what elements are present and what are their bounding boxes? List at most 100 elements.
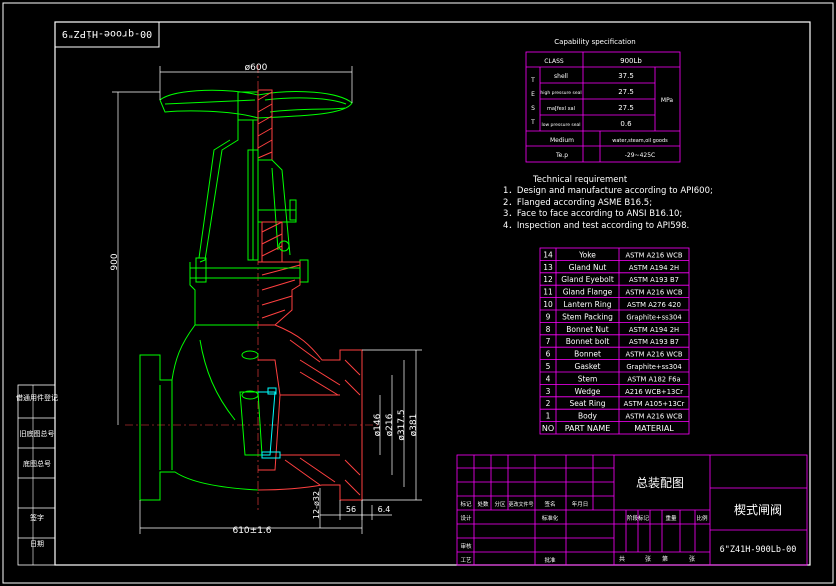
tb-sheet-unit-2: 张 xyxy=(689,555,695,563)
left-strip-label-1: 旧底图总号 xyxy=(20,429,55,438)
cap-row-2-name: ma[fexl xal xyxy=(547,106,575,112)
part-no: 2 xyxy=(546,399,551,408)
product-title: 楔式闸阀 xyxy=(734,503,782,517)
part-no: 8 xyxy=(546,325,551,334)
tb-label-change: 更改文件号 xyxy=(508,501,533,508)
part-no: 12 xyxy=(543,275,553,284)
yoke xyxy=(198,120,291,263)
left-strip-label-4: 日期 xyxy=(30,540,44,548)
part-name: Bonnet xyxy=(574,350,601,359)
part-material: Graphite+ss304 xyxy=(626,313,681,321)
dim-face-length: 610±1.6 xyxy=(232,526,271,536)
test-letter-0: T xyxy=(530,77,535,84)
left-strip-label-2: 底图总号 xyxy=(23,459,51,468)
part-no: 9 xyxy=(546,312,551,321)
technical-requirements: Technical requirement 1．Design and manuf… xyxy=(503,175,713,231)
part-name: Body xyxy=(578,412,597,421)
part-name: Gland Eyebolt xyxy=(561,275,614,284)
capability-text: CLASS 900Lb T E S T shell 37.5 high pres… xyxy=(530,57,673,159)
left-strip-label-0: 借通用件登记 xyxy=(16,393,58,402)
cap-row-0-value: 37.5 xyxy=(618,72,634,80)
part-material: ASTM A276 420 xyxy=(627,301,681,309)
requirement-1: 1．Design and manufacture according to AP… xyxy=(503,186,713,196)
drawing-number: 6"Z41H-900Lb-00 xyxy=(720,545,797,555)
tb-label-design: 设计 xyxy=(460,514,472,522)
part-no: NO xyxy=(542,424,554,433)
part-material: ASTM A216 WCB xyxy=(625,351,682,359)
tb-label-count: 处数 xyxy=(477,500,489,508)
tb-sheet-no: 第 xyxy=(662,555,668,563)
dim-6-4: 6.4 xyxy=(378,505,391,514)
tb-weight: 重量 xyxy=(665,514,677,522)
tb-label-zone: 分区 xyxy=(494,500,506,508)
dim-flange-holes: 12-ø32 xyxy=(312,491,321,519)
part-no: 4 xyxy=(546,374,551,383)
part-name: Gland Nut xyxy=(569,263,607,272)
part-material: ASTM A194 2H xyxy=(629,326,679,334)
dim-56: 56 xyxy=(346,505,356,514)
requirement-4: 4．Inspection and test according to API59… xyxy=(503,221,689,231)
parts-table-frame xyxy=(539,247,690,435)
tb-sheet-total: 共 xyxy=(619,555,625,563)
part-name: Bonnet Nut xyxy=(566,325,609,334)
dim-d317: ø317.5 xyxy=(397,409,407,440)
part-material: MATERIAL xyxy=(634,424,674,433)
cap-row-2-value: 27.5 xyxy=(618,104,634,112)
capability-table: Capability specification xyxy=(525,38,681,163)
part-name: Gland Flange xyxy=(563,288,613,297)
inner-frame xyxy=(54,21,811,566)
part-material: ASTM A193 B7 xyxy=(629,338,679,346)
part-no: 3 xyxy=(546,387,551,396)
part-material: ASTM A216 WCB xyxy=(625,289,682,297)
test-letter-2: S xyxy=(531,105,535,112)
test-letter-1: E xyxy=(531,91,535,98)
cap-row-0-name: shell xyxy=(554,73,568,80)
title-block-text: 总装配图 楔式闸阀 6"Z41H-900Lb-00 标记 处数 分区 更改文件号… xyxy=(460,476,796,564)
part-name: Bonnet bolt xyxy=(566,337,610,346)
tb-label-mark: 标记 xyxy=(460,500,472,508)
part-name: Lantern Ring xyxy=(564,300,612,309)
class-value: 900Lb xyxy=(620,57,642,65)
tb-label-review: 审核 xyxy=(460,542,472,550)
cap-unit: MPa xyxy=(661,97,674,104)
cap-row-3-value: 0.6 xyxy=(620,120,632,128)
part-no: 13 xyxy=(543,263,553,272)
part-name: Stem Packing xyxy=(562,312,613,321)
valve-drawing: ø600 900 610±1.6 ø146 ø216 ø317.5 ø381 1… xyxy=(110,63,422,536)
part-no: 1 xyxy=(546,412,551,421)
part-no: 11 xyxy=(543,288,553,297)
temp-value: -29~425C xyxy=(625,152,655,159)
medium-label: Medium xyxy=(550,137,574,144)
dimensions xyxy=(112,66,422,534)
requirements-title: Technical requirement xyxy=(532,175,628,185)
cap-row-3-name: low pressure seal xyxy=(541,122,580,128)
title-block xyxy=(456,454,808,566)
cap-row-1-name: high pressure seal xyxy=(540,90,581,96)
drawing-code-text: 00-qrooe-HiPZ"9 xyxy=(62,28,152,39)
tb-label-process: 工艺 xyxy=(460,557,472,564)
part-no: 5 xyxy=(546,362,551,371)
requirement-3: 3．Face to face according to ANSI B16.10; xyxy=(503,209,682,219)
left-strip: 借通用件登记 旧底图总号 底图总号 签字 日期 xyxy=(16,384,58,566)
part-material: ASTM A182 F6a xyxy=(627,375,680,383)
tb-scale: 比例 xyxy=(696,514,708,522)
drawing-code-box: 00-qrooe-HiPZ"9 xyxy=(54,21,160,48)
tb-label-standard: 标准化 xyxy=(542,514,559,522)
part-name: Yoke xyxy=(578,250,596,259)
dim-d381: ø381 xyxy=(409,414,419,437)
dim-d146: ø146 xyxy=(373,413,383,436)
part-material: ASTM A193 B7 xyxy=(629,276,679,284)
temp-label: Te.p xyxy=(555,152,568,159)
part-no: 10 xyxy=(543,300,553,309)
assembly-title: 总装配图 xyxy=(636,476,684,490)
tb-label-date: 年月日 xyxy=(572,500,589,508)
tb-label-sign: 签名 xyxy=(544,500,555,508)
part-material: ASTM A194 2H xyxy=(629,264,679,272)
dim-d216: ø216 xyxy=(385,413,395,436)
part-material: ASTM A216 WCB xyxy=(625,251,682,259)
wedge xyxy=(239,387,281,459)
part-name: Stem xyxy=(578,374,598,383)
